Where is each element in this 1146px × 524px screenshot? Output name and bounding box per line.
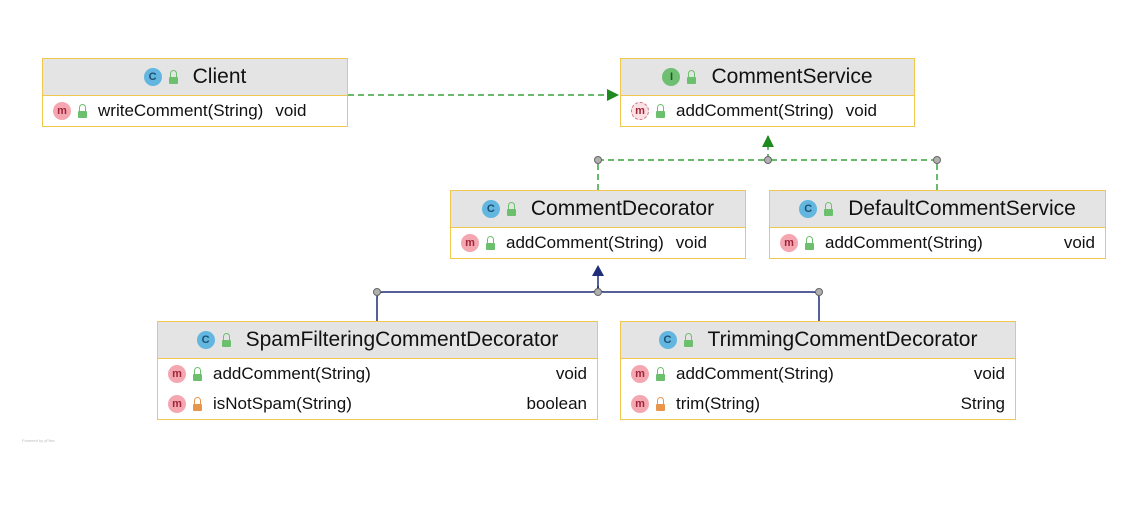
class-header: C CommentDecorator [451,191,745,228]
public-lock-icon [485,236,496,250]
method-row[interactable]: m addComment(String) void [158,359,597,389]
edge-port-dot [594,156,602,164]
footer-credit: Powered by yFiles [22,438,55,443]
method-name: addComment(String) [506,233,664,252]
edge-port-dot [815,288,823,296]
method-icon: m [168,395,186,413]
public-lock-icon [804,236,815,250]
public-lock-icon [221,333,232,347]
method-row[interactable]: m trim(String) String [621,389,1015,419]
method-name: writeComment(String) [98,101,264,120]
return-type: void [1063,233,1095,252]
return-type: boolean [526,394,587,413]
method-row[interactable]: m addComment(String) void [621,359,1015,389]
class-name: CommentDecorator [530,197,715,220]
private-lock-icon [655,397,666,411]
public-lock-icon [192,367,203,381]
class-icon: C [658,331,677,349]
return-type: void [973,364,1005,383]
return-type: void [555,364,587,383]
class-icon: C [143,68,162,86]
method-icon: m [461,234,479,252]
edge-port-dot [594,288,602,296]
method-icon: m [631,395,649,413]
method-row[interactable]: m addComment(String) void [770,228,1105,258]
public-lock-icon [168,70,179,84]
method-name: addComment(String) [213,364,371,383]
class-name: TrimmingCommentDecorator [707,328,978,351]
class-header: C SpamFilteringCommentDecorator [158,322,597,359]
class-name: Client [192,65,247,88]
class-commentdecorator[interactable]: C CommentDecorator m addComment(String) … [450,190,746,259]
method-name: addComment(String) [825,233,983,252]
method-icon: m [53,102,71,120]
public-lock-icon [506,202,517,216]
method-icon: m [168,365,186,383]
method-row[interactable]: m isNotSpam(String) boolean [158,389,597,419]
implements-edge-defaultcommentservice [768,159,938,190]
edge-port-dot [373,288,381,296]
edge-port-dot [764,156,772,164]
method-name: addComment(String) [676,101,834,120]
extends-edge-spamfiltering [376,285,599,321]
class-header: C DefaultCommentService [770,191,1105,228]
method-row[interactable]: m writeComment(String) void [43,96,347,126]
public-lock-icon [823,202,834,216]
method-row[interactable]: m addComment(String) void [621,96,914,126]
public-lock-icon [686,70,697,84]
class-defaultcommentservice[interactable]: C DefaultCommentService m addComment(Str… [769,190,1106,259]
method-icon: m [631,365,649,383]
interface-icon: I [662,68,681,86]
public-lock-icon [77,104,88,118]
method-name: isNotSpam(String) [213,394,352,413]
class-header: I CommentService [621,59,914,96]
extends-edge-trimming [597,285,820,321]
class-header: C TrimmingCommentDecorator [621,322,1015,359]
interface-commentservice[interactable]: I CommentService m addComment(String) vo… [620,58,915,127]
class-header: C Client [43,59,347,96]
public-lock-icon [655,367,666,381]
private-lock-icon [192,397,203,411]
class-trimmingcommentdecorator[interactable]: C TrimmingCommentDecorator m addComment(… [620,321,1016,420]
public-lock-icon [655,104,666,118]
implements-edge-commentdecorator [597,159,768,190]
method-row[interactable]: m addComment(String) void [451,228,745,258]
return-type: void [675,233,707,252]
return-type: String [960,394,1005,413]
extends-arrowhead [592,265,604,276]
class-name: SpamFilteringCommentDecorator [245,328,559,351]
class-icon: C [196,331,215,349]
method-name: trim(String) [676,394,761,413]
class-name: CommentService [711,65,873,88]
public-lock-icon [683,333,694,347]
class-client[interactable]: C Client m writeComment(String) void [42,58,348,127]
method-name: addComment(String) [676,364,834,383]
class-spamfilteringcommentdecorator[interactable]: C SpamFilteringCommentDecorator m addCom… [157,321,598,420]
class-icon: C [481,200,500,218]
edge-port-dot [933,156,941,164]
return-type: void [845,101,877,120]
abstract-method-icon: m [631,102,649,120]
class-icon: C [799,200,818,218]
method-icon: m [780,234,798,252]
class-name: DefaultCommentService [848,197,1076,220]
return-type: void [275,101,307,120]
